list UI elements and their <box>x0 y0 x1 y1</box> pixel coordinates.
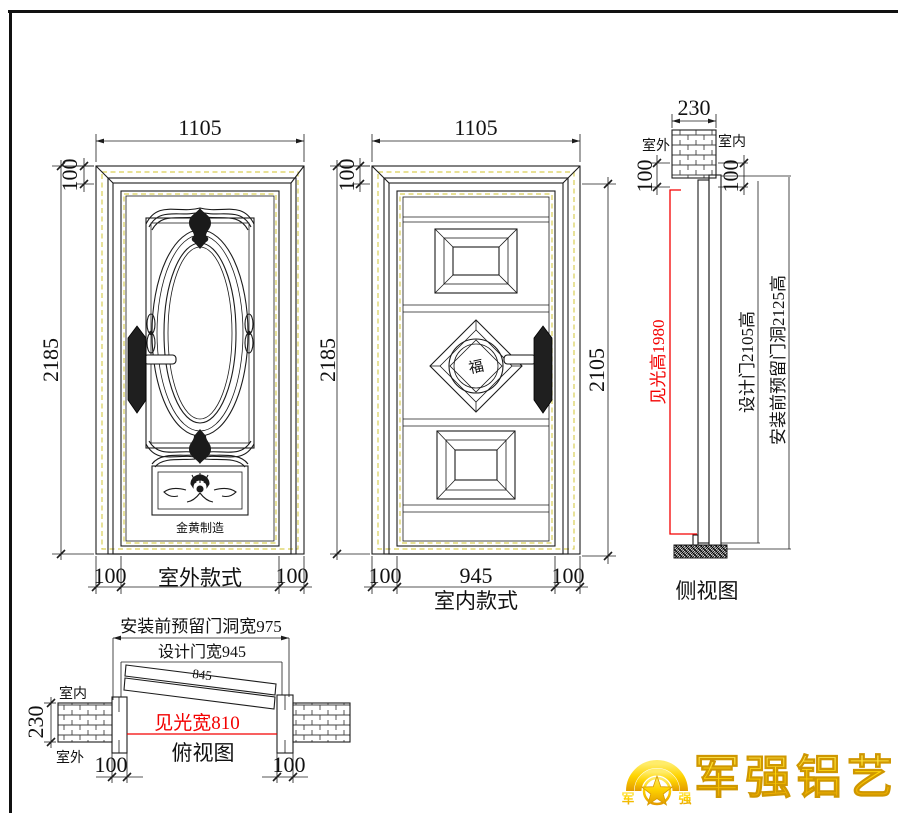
logo-brand-text: 军强铝艺 <box>694 751 898 803</box>
wall-brick-left <box>57 702 113 743</box>
dim-1105: 1105 <box>454 115 497 140</box>
sheet-border <box>8 10 898 813</box>
interior-view-label: 室内款式 <box>434 589 518 613</box>
side-dim-100-right: 100 <box>718 155 749 195</box>
dim-230: 230 <box>23 706 48 739</box>
top-dim-100-left: 100 <box>95 752 143 783</box>
wall-lintel-brick <box>671 129 717 179</box>
interior-door-view: 福 1105 <box>315 115 616 613</box>
handle-lever <box>503 354 537 365</box>
border-top <box>8 10 898 13</box>
side-dim-wall: 230 <box>671 95 717 128</box>
handle-lever <box>143 354 177 365</box>
dim-light-height: 见光高1980 <box>649 320 668 405</box>
interior-top-panel <box>434 228 518 294</box>
exterior-dim-bottom: 100 100 室外款式 <box>88 556 312 594</box>
dim-945: 945 <box>460 563 493 588</box>
top-door-outline <box>120 661 283 697</box>
interior-door-handle <box>503 325 553 414</box>
interior-dim-height-outer: 2185 <box>315 160 370 560</box>
exterior-view-label: 室外款式 <box>158 566 242 590</box>
border-left <box>9 10 12 813</box>
interior-dim-width: 1105 <box>371 115 581 162</box>
exterior-lower-panel <box>151 453 249 516</box>
top-opening-outline <box>112 635 290 700</box>
dim-2105: 2105 <box>584 348 609 392</box>
dim-100-right: 100 <box>276 563 309 588</box>
interior-door-frame <box>371 165 581 555</box>
top-view: 安装前预留门洞宽975 设计门宽945 845 <box>23 617 351 783</box>
top-jamb-left <box>111 696 128 754</box>
logo-star-icon <box>640 774 674 806</box>
dim-100-right: 100 <box>552 563 585 588</box>
dim-100-left: 100 <box>369 563 402 588</box>
dim-2185: 2185 <box>315 338 340 382</box>
dim-100: 100 <box>632 160 657 193</box>
floral-ornament <box>163 473 237 503</box>
dim-light-width: 见光宽810 <box>154 712 240 734</box>
top-dim-wall: 230 <box>23 697 56 748</box>
logo-char-right: 强 <box>678 791 691 806</box>
fu-emblem: 福 <box>467 358 485 378</box>
dim-845: 845 <box>192 666 213 683</box>
top-label-outside: 室外 <box>56 749 84 766</box>
top-label-inside: 室内 <box>59 685 87 702</box>
dim-100-frame: 100 <box>334 159 359 192</box>
handle-plate <box>533 325 553 414</box>
side-label-outside: 室外 <box>642 137 670 154</box>
dim-opening-width: 安装前预留门洞宽975 <box>120 617 282 636</box>
top-dim-100-right: 100 <box>262 752 308 783</box>
exterior-door-frame <box>95 165 305 555</box>
interior-dim-frame-face: 100 <box>334 158 370 192</box>
exterior-main-panel <box>145 207 255 464</box>
top-door-leaf-open: 845 <box>123 664 277 710</box>
dim-100: 100 <box>95 752 128 777</box>
interior-bottom-panel <box>436 430 516 500</box>
handle-plate <box>127 325 147 414</box>
exterior-dim-width: 1105 <box>95 115 305 162</box>
exterior-dim-frame-face: 100 <box>57 158 94 192</box>
dim-2185: 2185 <box>38 338 63 382</box>
exterior-door-leaf: 金黄制造 <box>120 190 280 547</box>
top-view-label: 俯视图 <box>172 741 235 765</box>
crest-ornament-top <box>189 208 211 249</box>
side-label-inside: 室内 <box>718 133 746 150</box>
dim-1105: 1105 <box>178 115 221 140</box>
side-view-label: 侧视图 <box>676 579 739 603</box>
side-dim-100-left: 100 <box>632 155 670 195</box>
brand-text: 金黄制造 <box>176 520 224 535</box>
exterior-door-view: 金黄制造 1105 100 218 <box>38 115 312 594</box>
dim-230: 230 <box>678 95 711 120</box>
interior-dim-height-inner: 2105 <box>582 177 616 564</box>
side-dim-light-height: 见光高1980 <box>649 189 697 535</box>
top-dim-light-width: 见光宽810 <box>127 712 277 735</box>
floor-hatch <box>673 544 728 559</box>
brand-logo: 军 强 军强铝艺 <box>621 751 898 806</box>
logo-arc-middle <box>634 768 680 792</box>
wall-brick-right <box>292 702 351 743</box>
logo-arc-outer <box>626 760 688 792</box>
logo-icon: 军 强 <box>621 760 692 806</box>
interior-dim-bottom: 100 945 100 室内款式 <box>364 556 588 613</box>
interior-door-leaf: 福 <box>396 190 556 547</box>
side-view: 230 室外 室内 100 100 <box>632 95 791 603</box>
exterior-door-handle <box>127 325 177 414</box>
logo-char-left: 军 <box>621 791 634 806</box>
dim-100-left: 100 <box>94 563 127 588</box>
interior-diamond-panel: 福 <box>429 319 523 413</box>
exterior-dim-height: 2185 <box>38 160 94 560</box>
dim-opening-height: 安装前预留门洞2125高 <box>769 275 788 445</box>
side-door-profile <box>692 174 791 550</box>
dim-door-width: 设计门宽945 <box>158 643 246 661</box>
top-jamb-right <box>276 694 294 754</box>
dim-door-height: 设计门2105高 <box>738 311 757 413</box>
dim-100: 100 <box>273 752 306 777</box>
